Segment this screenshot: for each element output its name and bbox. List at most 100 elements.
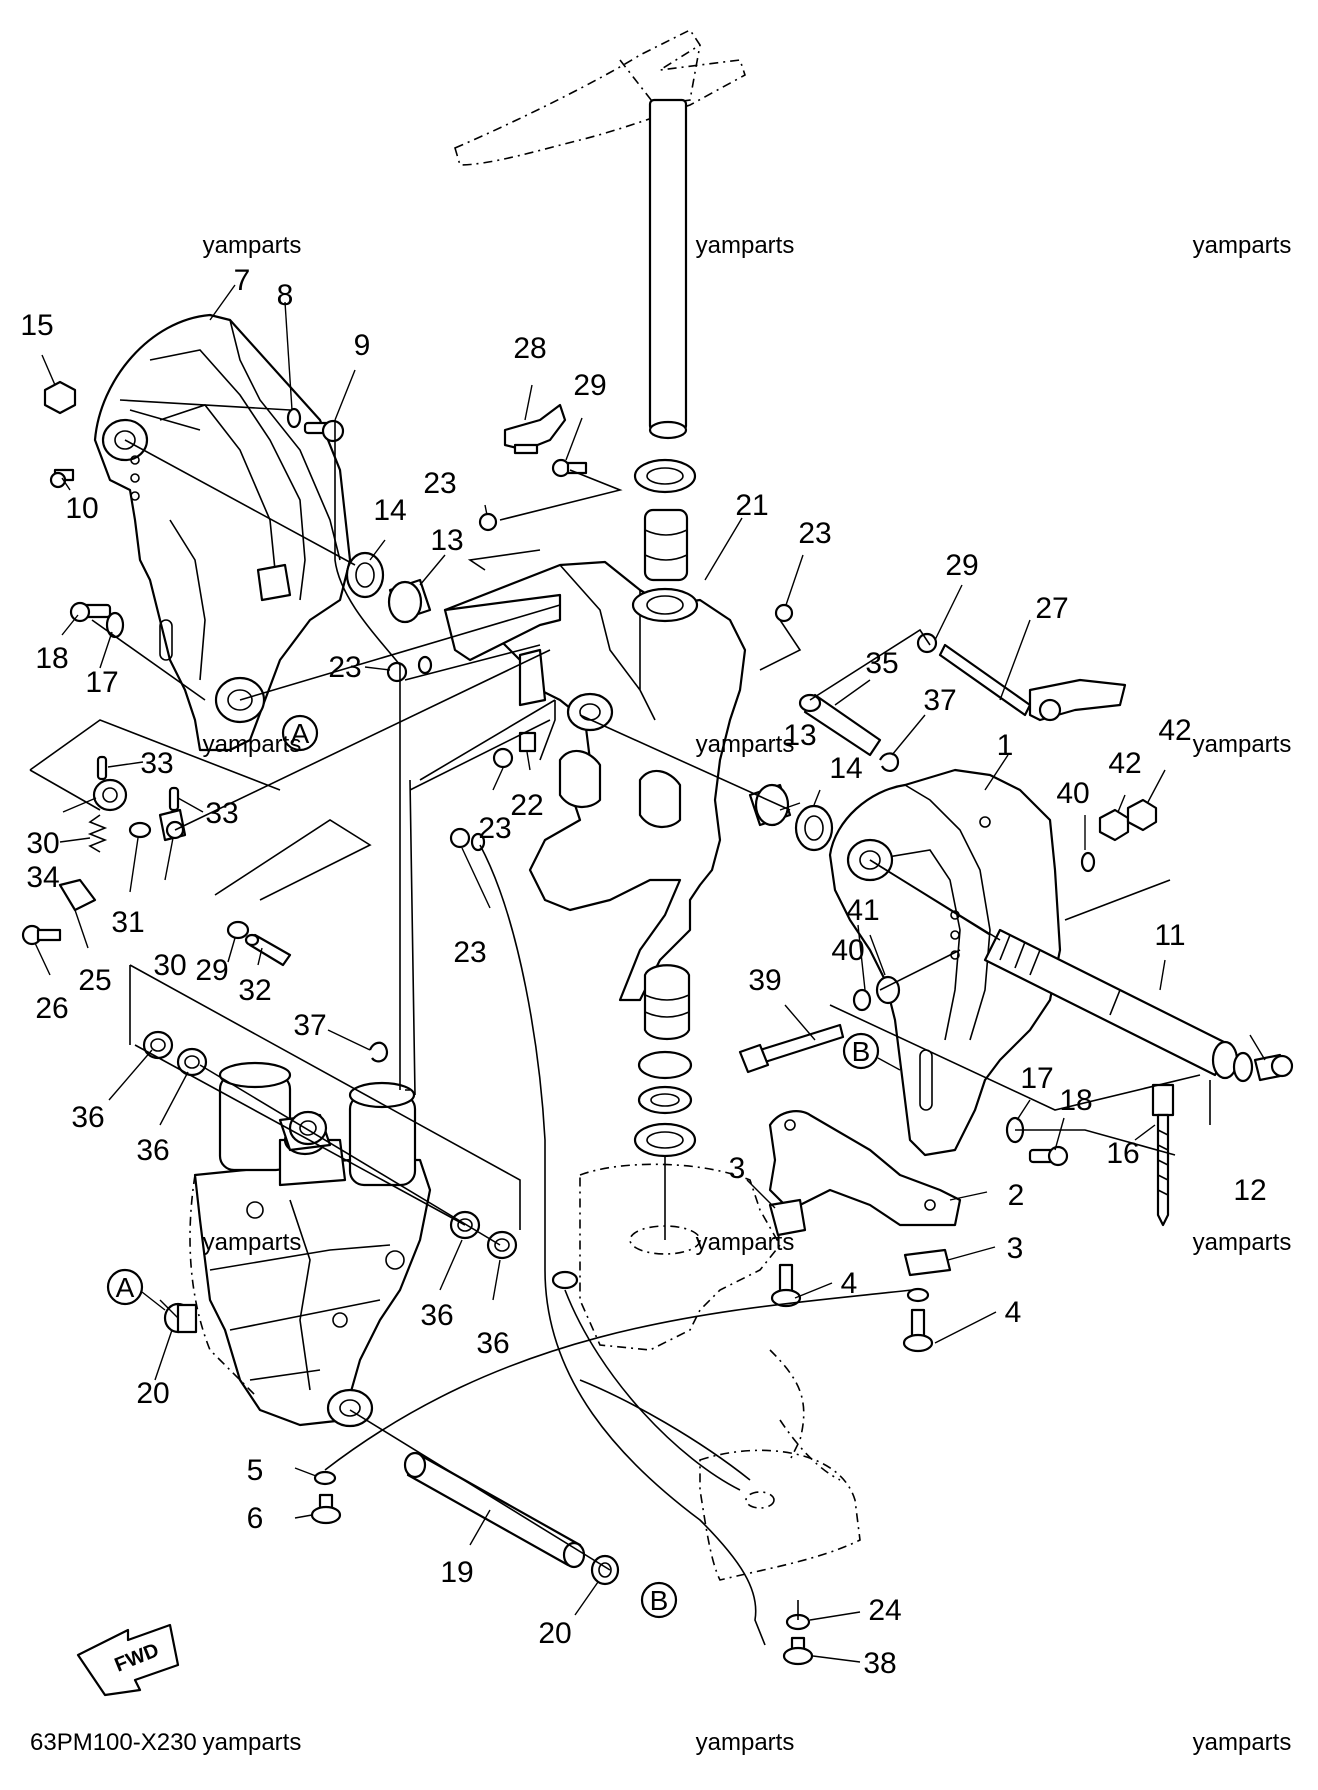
leader-lines [34,284,1266,1663]
svg-text:A: A [116,1272,135,1303]
tie-wrap-16 [1151,1083,1175,1227]
callout: 24 [868,1594,901,1627]
callout: 36 [136,1134,169,1167]
bolt-18-left [69,601,112,623]
swivel-bracket [443,560,747,1002]
callout: 33 [205,797,238,830]
bolt-23-c [774,603,794,623]
callout: 36 [476,1327,509,1360]
reference-marker-b-right: B [842,1032,901,1071]
assembly-lines [29,399,1211,1646]
watermark: yamparts [1193,731,1292,758]
callout: 12 [1233,1174,1266,1207]
watermark: yamparts [1193,232,1292,259]
watermark: yamparts [696,731,795,758]
bracket-30-b [158,808,187,842]
callout: 20 [136,1377,169,1410]
watermark: yamparts [203,1729,302,1756]
callout: 21 [735,489,768,522]
callout: 26 [35,992,68,1025]
bushing-13-right [748,783,792,827]
bushing-36-d [486,1230,518,1260]
watermarks: yamparts yamparts yamparts yamparts yamp… [203,232,1292,1756]
bolt-23-b [386,661,408,683]
callout: 36 [71,1101,104,1134]
lower-mount-ghost [579,1163,861,1581]
watermark: yamparts [203,1229,302,1256]
plate-22 [518,731,537,753]
callout: 38 [863,1647,896,1680]
callout: 14 [373,494,406,527]
callout: 13 [783,719,816,752]
nut-42-b [1126,798,1158,832]
tilt-tube [983,928,1254,1083]
callout: 3 [729,1152,746,1185]
watermark: yamparts [203,731,302,758]
callout: 23 [798,517,831,550]
pin-33-b [168,786,180,812]
washer-14-left [345,551,385,599]
callout: 4 [841,1267,858,1300]
callout: 28 [513,332,546,365]
reference-marker-b-lower: B [640,1581,678,1619]
svg-text:A: A [291,718,310,749]
stopper-plate-2 [768,1110,962,1277]
watermark: yamparts [696,232,795,259]
washer-40-top [1080,851,1096,873]
washer-40-low [852,988,872,1012]
bolt-26 [21,924,62,946]
callout: 41 [846,894,879,927]
callout: 35 [865,647,898,680]
callout: 7 [234,264,251,297]
callout: 5 [247,1454,264,1487]
callout: 17 [85,666,118,699]
shaft-washers-lower [633,964,697,1240]
bolt-18-right [1028,1145,1069,1167]
bolt-23-e [449,827,471,849]
washer-23-b [417,655,433,675]
bushing-36-b [176,1047,208,1077]
callout: 36 [420,1299,453,1332]
callout: 10 [65,492,98,525]
spring-34 [87,814,108,853]
callout: 37 [293,1009,326,1042]
callout: 40 [1056,777,1089,810]
callout: 32 [238,974,271,1007]
callout: 29 [573,369,606,402]
svg-text:B: B [852,1036,871,1067]
nut-42-a [1098,808,1130,842]
trim-tilt-unit [193,1061,432,1428]
watermark: yamparts [696,1729,795,1756]
bolt-29-right [916,632,938,654]
watermark: yamparts [1193,1229,1292,1256]
fwd-arrow: FWD [76,1623,180,1697]
pin-32 [244,933,292,967]
tiller-handle-ghost [454,28,746,166]
bolt-23-a [478,512,498,532]
bolt-12 [1253,1053,1294,1082]
callout: 3 [1007,1232,1024,1265]
bolt-38 [782,1636,814,1666]
reference-marker-a-upper: A [281,714,319,752]
bushing-20-right [590,1554,620,1586]
bolt-4-b [902,1287,934,1353]
bolt-4-a [770,1263,802,1308]
svg-text:B: B [650,1585,669,1616]
grommet [551,1270,579,1290]
callout: 33 [140,747,173,780]
callout: 23 [478,812,511,845]
bolt-39 [738,1023,845,1074]
callout: 42 [1108,747,1141,780]
diagram-code: 63PM100-X230 [30,1729,197,1756]
callout: 23 [328,651,361,684]
callout: 39 [748,964,781,997]
callout: 8 [277,279,294,312]
steering-shaft [648,98,688,440]
callout: 23 [423,467,456,500]
callout: 23 [453,936,486,969]
shaft-19 [403,1451,586,1569]
shaft-washers-upper [633,458,697,582]
bolt-9 [303,419,345,443]
washer-8 [286,407,302,429]
